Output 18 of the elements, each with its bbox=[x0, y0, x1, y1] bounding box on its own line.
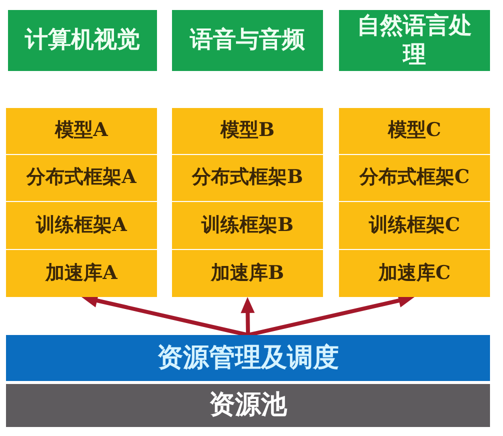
domain-box: 计算机视觉 bbox=[8, 10, 157, 71]
layer-box: 模型A bbox=[6, 108, 157, 154]
layer-box: 分布式框架B bbox=[172, 155, 323, 201]
layer-box: 训练框架A bbox=[6, 202, 157, 249]
scheduling-bar: 资源管理及调度 bbox=[6, 335, 490, 381]
layer-box: 训练框架C bbox=[339, 202, 490, 249]
layer-box: 加速库A bbox=[6, 250, 157, 297]
layer-box: 模型B bbox=[172, 108, 323, 154]
layer-box: 加速库B bbox=[172, 250, 323, 297]
layer-box: 加速库C bbox=[339, 250, 490, 297]
domain-box: 自然语言处理 bbox=[339, 10, 490, 71]
layer-box: 模型C bbox=[339, 108, 490, 154]
layer-box: 分布式框架A bbox=[6, 155, 157, 201]
layer-box: 训练框架B bbox=[172, 202, 323, 249]
domain-box: 语音与音频 bbox=[172, 10, 323, 71]
arrow bbox=[240, 296, 255, 336]
resource-pool-bar: 资源池 bbox=[6, 384, 490, 427]
layer-box: 分布式框架C bbox=[339, 155, 490, 201]
